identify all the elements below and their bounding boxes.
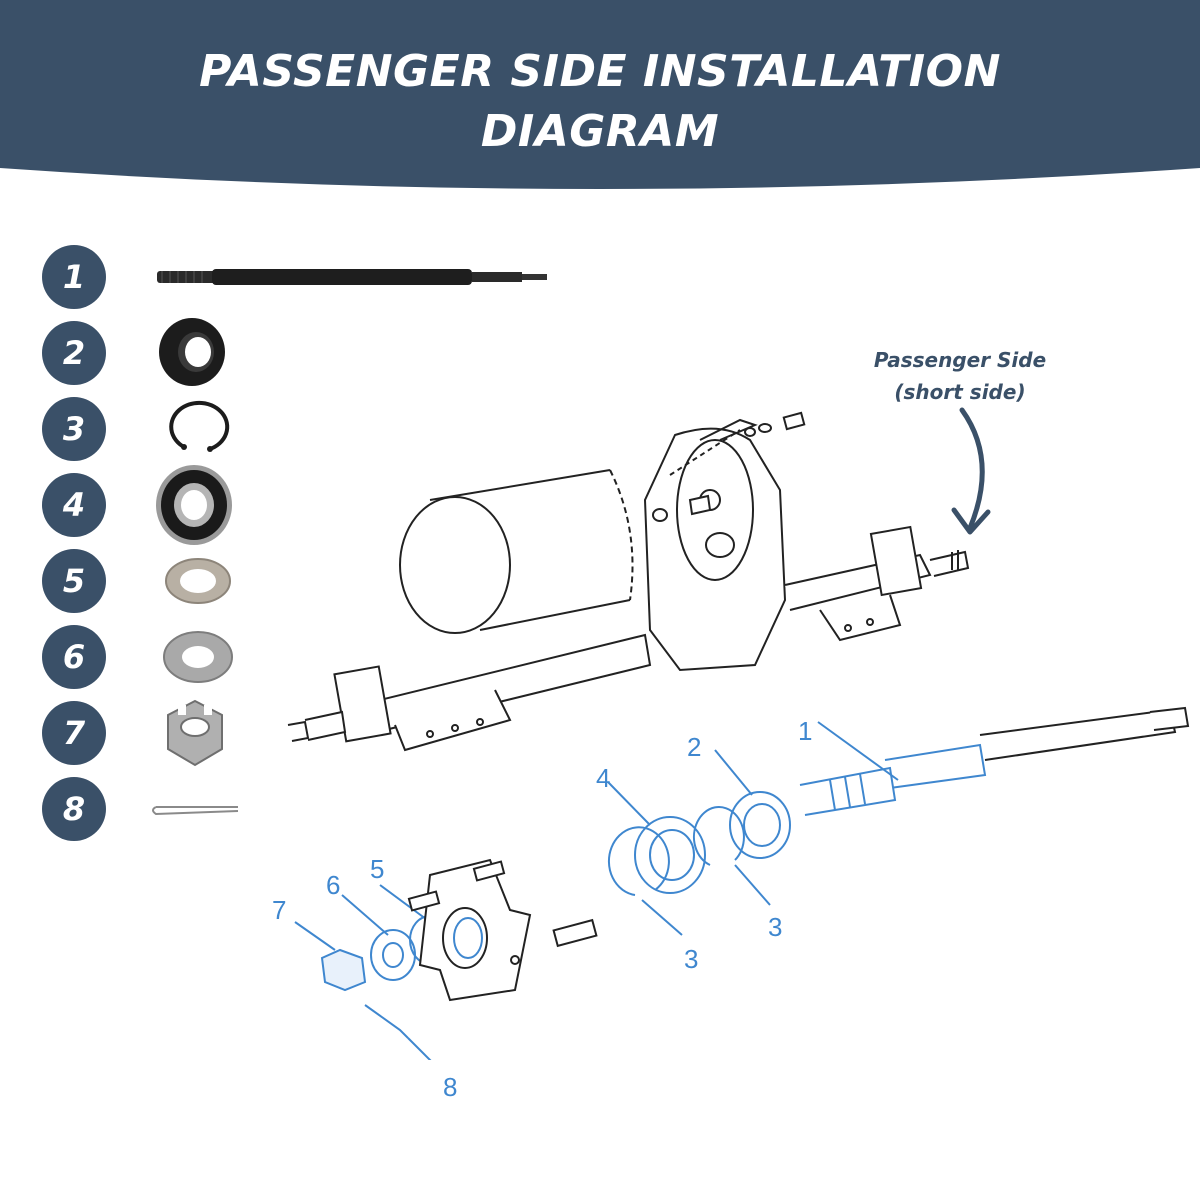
part-number-badge: 2 [42,321,106,385]
part-number-badge: 6 [42,625,106,689]
label-part-7: 7 [272,895,287,925]
label-part-5: 5 [370,854,385,884]
label-part-3-upper: 3 [768,912,783,942]
part-row-8: 8 [42,777,272,841]
oil-seal-icon [159,318,225,386]
part-row-6: 6 [42,625,272,689]
part-number-badge: 1 [42,245,106,309]
callout-arrow-icon [951,407,991,535]
label-part-3-lower: 3 [684,944,699,974]
callout-line-2: (short side) [894,380,1026,404]
cotter-pin-icon [152,806,239,816]
callout-line-1: Passenger Side [873,348,1047,372]
axle-shaft-icon [157,269,547,285]
part-row-5: 5 [42,549,272,613]
label-part-1: 1 [798,716,813,746]
retaining-ring-icon [169,400,230,452]
flat-washer-icon [163,631,233,683]
label-part-2: 2 [687,732,702,762]
part-row-7: 7 [42,699,272,767]
exploded-parts-diagram [294,706,1190,1060]
bearing-icon [156,465,232,545]
thin-washer-icon [165,558,231,604]
castle-nut-icon [167,699,223,767]
part-row-3: 3 [42,397,272,461]
passenger-side-callout: Passenger Side (short side) [860,344,1060,408]
part-number-badge: 8 [42,777,106,841]
header-banner: PASSENGER SIDE INSTALLATION DIAGRAM [0,0,1200,200]
part-row-4: 4 [42,465,272,545]
title-line-2: DIAGRAM [480,106,720,157]
part-number-badge: 4 [42,473,106,537]
part-row-2: 2 [42,318,272,386]
axle-assembly-diagram [287,411,970,752]
part-row-1: 1 [42,245,547,309]
part-number-badge: 7 [42,701,106,765]
label-part-8: 8 [443,1072,458,1102]
part-number-badge: 3 [42,397,106,461]
title-line-1: PASSENGER SIDE INSTALLATION [199,46,1001,97]
page-title: PASSENGER SIDE INSTALLATION DIAGRAM [0,42,1200,162]
part-number-badge: 5 [42,549,106,613]
label-part-4: 4 [596,763,611,793]
label-part-6: 6 [326,870,341,900]
header-background [0,0,1200,189]
